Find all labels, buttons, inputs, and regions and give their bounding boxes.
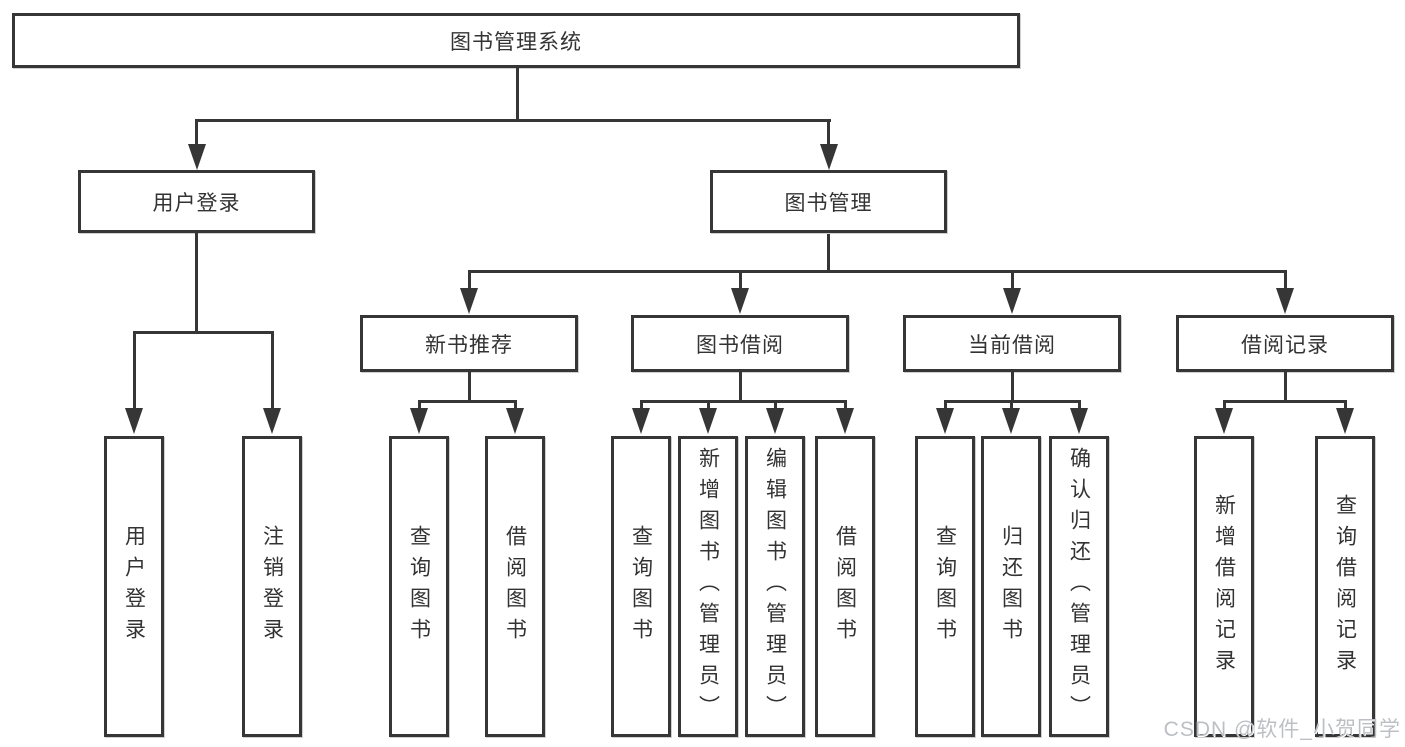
connector-line: [739, 270, 742, 290]
connector-line: [1011, 270, 1014, 290]
leaf-label: 查询图书: [933, 524, 957, 649]
arrow-down-icon: [1215, 408, 1233, 434]
node-label: 图书借阅: [696, 333, 784, 357]
leaf-borrow-books-borrowing: 借阅图书: [815, 436, 875, 737]
leaf-label: 新增借阅记录: [1212, 493, 1236, 680]
leaf-borrow-books-recommend: 借阅图书: [485, 436, 545, 737]
connector-line: [774, 400, 777, 410]
connector-line: [1284, 270, 1287, 290]
arrow-down-icon: [1003, 288, 1021, 314]
arrow-down-icon: [460, 288, 478, 314]
csdn-watermark: CSDN @软件_小贺同学: [1163, 718, 1401, 741]
node-current-borrowing: 当前借阅: [903, 315, 1121, 372]
leaf-label: 借阅图书: [833, 524, 857, 649]
connector-line: [1010, 400, 1013, 410]
leaf-user-login: 用户登录: [104, 436, 164, 737]
connector-line: [1011, 370, 1014, 402]
arrow-down-icon: [1070, 408, 1088, 434]
arrow-down-icon: [263, 408, 281, 434]
leaf-add-books-admin: 新增图书（管理员）: [678, 436, 738, 737]
arrow-down-icon: [1336, 408, 1354, 434]
node-borrowing-records: 借阅记录: [1176, 315, 1394, 372]
arrow-down-icon: [836, 408, 854, 434]
connector-line: [195, 119, 831, 122]
arrow-down-icon: [506, 408, 524, 434]
connector-line: [640, 400, 846, 403]
node-label: 当前借阅: [968, 333, 1056, 357]
connector-line: [739, 370, 742, 402]
leaf-label: 查询图书: [407, 524, 431, 649]
node-label: 借阅记录: [1241, 333, 1329, 357]
leaf-label: 新增图书（管理员）: [696, 447, 720, 726]
leaf-query-books-current: 查询图书: [915, 436, 975, 737]
arrow-down-icon: [188, 144, 206, 170]
leaf-label: 用户登录: [122, 524, 146, 649]
node-label: 图书管理: [784, 191, 873, 215]
node-label: 图书管理系统: [450, 30, 582, 54]
connector-line: [844, 400, 847, 410]
arrow-down-icon: [820, 144, 838, 170]
leaf-label: 编辑图书（管理员）: [763, 447, 787, 726]
arrow-down-icon: [410, 408, 428, 434]
arrow-down-icon: [936, 408, 954, 434]
arrow-down-icon: [1276, 288, 1294, 314]
leaf-query-books-recommend: 查询图书: [389, 436, 449, 737]
arrow-down-icon: [699, 408, 717, 434]
node-user-login: 用户登录: [78, 170, 315, 233]
connector-line: [1284, 370, 1287, 402]
connector-line: [1078, 400, 1081, 410]
arrow-down-icon: [731, 288, 749, 314]
leaf-logout: 注销登录: [242, 436, 302, 737]
connector-line: [195, 231, 198, 333]
leaf-label: 查询图书: [629, 524, 653, 649]
connector-line: [1223, 400, 1346, 403]
connector-line: [468, 270, 471, 290]
node-label: 新书推荐: [425, 333, 513, 357]
connector-line: [1344, 400, 1347, 410]
arrow-down-icon: [766, 408, 784, 434]
connector-line: [827, 119, 830, 147]
connector-line: [133, 331, 136, 409]
leaf-return-books: 归还图书: [981, 436, 1041, 737]
connector-line: [271, 331, 274, 409]
leaf-label: 注销登录: [260, 524, 284, 649]
leaf-label: 归还图书: [999, 524, 1023, 649]
connector-line: [640, 400, 643, 410]
leaf-add-borrow-record: 新增借阅记录: [1194, 436, 1254, 737]
leaf-label: 借阅图书: [503, 524, 527, 649]
node-label: 用户登录: [152, 191, 241, 215]
connector-line: [418, 400, 421, 410]
arrow-down-icon: [632, 408, 650, 434]
leaf-edit-books-admin: 编辑图书（管理员）: [745, 436, 805, 737]
node-book-management: 图书管理: [710, 170, 947, 233]
leaf-query-books-borrowing: 查询图书: [611, 436, 671, 737]
node-new-book-recommend: 新书推荐: [360, 315, 578, 372]
connector-line: [707, 400, 710, 410]
leaf-confirm-return-admin: 确认归还（管理员）: [1049, 436, 1109, 737]
node-book-borrowing: 图书借阅: [631, 315, 849, 372]
connector-line: [827, 234, 830, 272]
leaf-query-borrow-record: 查询借阅记录: [1315, 436, 1375, 737]
node-library-management-system: 图书管理系统: [12, 13, 1020, 68]
leaf-label: 确认归还（管理员）: [1067, 447, 1091, 726]
connector-line: [418, 400, 517, 403]
connector-line: [516, 66, 519, 122]
connector-line: [195, 119, 198, 147]
leaf-label: 查询借阅记录: [1333, 493, 1357, 680]
connector-line: [468, 370, 471, 402]
connector-line: [514, 400, 517, 410]
connector-line: [1223, 400, 1226, 410]
connector-line: [468, 270, 1286, 273]
arrow-down-icon: [1002, 408, 1020, 434]
connector-line: [133, 331, 273, 334]
arrow-down-icon: [125, 408, 143, 434]
connector-line: [944, 400, 947, 410]
